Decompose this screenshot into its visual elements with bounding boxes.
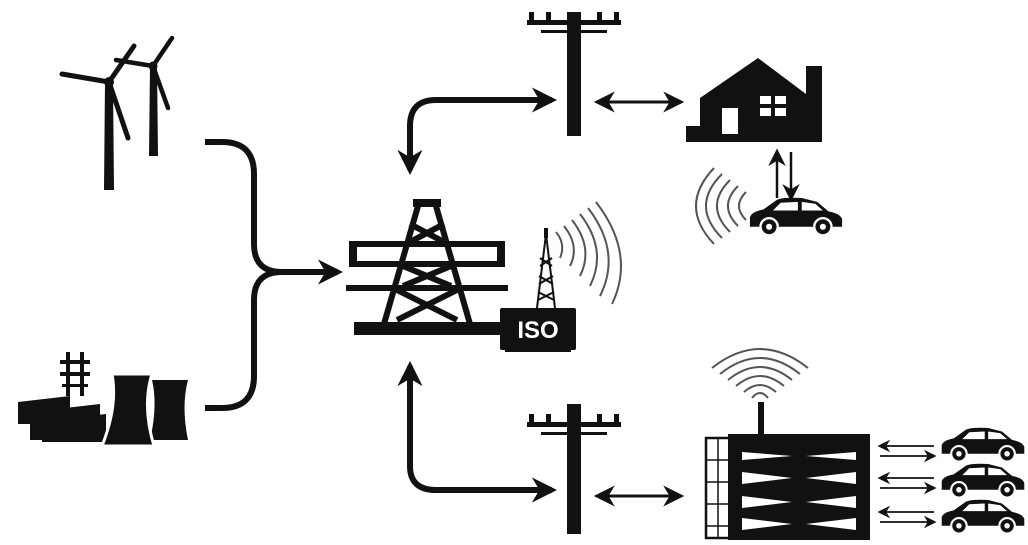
iso-antenna-icon: ISO — [500, 228, 576, 352]
parking-garage-icon — [704, 402, 870, 540]
iso-label: ISO — [517, 317, 558, 344]
transmission-tower-icon — [346, 199, 508, 335]
power-plant-icon — [18, 352, 188, 448]
car-icon — [940, 462, 1026, 499]
wireless-signal-icon — [695, 167, 747, 245]
garage-car-connectors — [877, 439, 937, 529]
car-icon — [748, 196, 844, 237]
wireless-signal-icon — [711, 348, 809, 399]
house-icon — [686, 58, 822, 142]
wind-turbine-icon — [59, 43, 137, 190]
utility-pole-icon — [527, 12, 621, 136]
utility-pole-icon — [527, 404, 621, 534]
tower-pole-connectors — [397, 87, 558, 503]
car-icon — [940, 498, 1026, 535]
wireless-signal-icon — [555, 201, 622, 305]
wind-turbine-icon — [113, 35, 175, 156]
car-icon — [940, 426, 1026, 463]
merge-connector — [205, 139, 344, 411]
house-car-connector — [768, 148, 800, 202]
